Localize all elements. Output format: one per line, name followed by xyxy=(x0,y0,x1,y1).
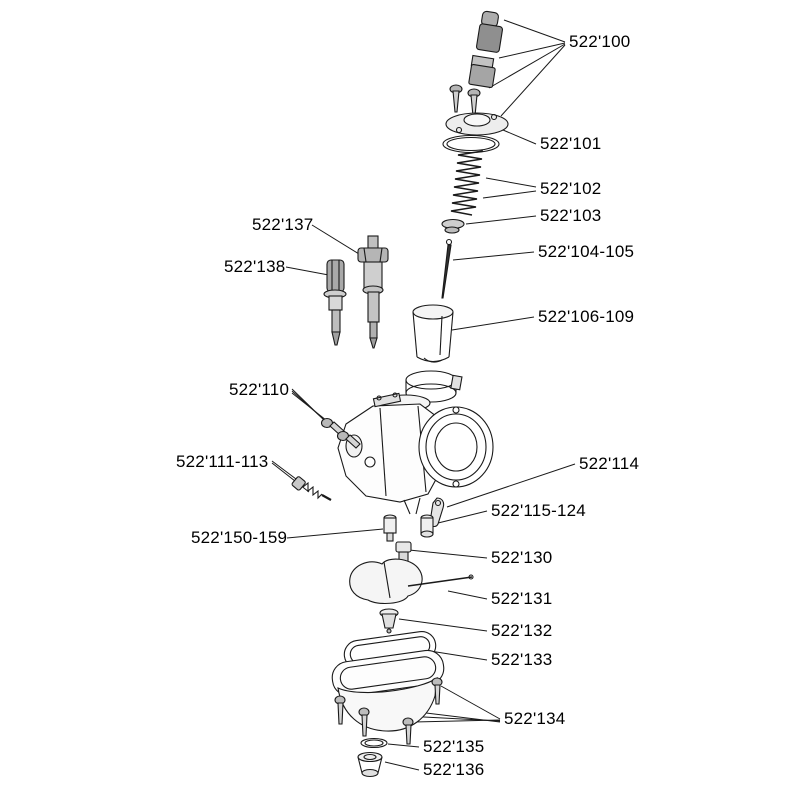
part-label-522130: 522'130 xyxy=(491,548,553,567)
part-label-522101: 522'101 xyxy=(540,134,602,153)
throttle-slide-part xyxy=(412,304,454,363)
part-label-522106-109: 522'106-109 xyxy=(538,307,635,326)
part-label-522110: 522'110 xyxy=(229,380,290,399)
top-cap-part xyxy=(442,112,509,154)
float-bowl-part xyxy=(331,649,445,745)
slide-spring-part xyxy=(450,150,484,216)
top-cover-screws-part xyxy=(320,417,361,449)
part-label-522114: 522'114 xyxy=(579,454,640,473)
drain-plug-part xyxy=(357,751,383,778)
part-label-522134: 522'134 xyxy=(504,709,566,728)
part-label-522102: 522'102 xyxy=(540,179,602,198)
jet-needle-part xyxy=(441,238,453,299)
part-label-522133: 522'133 xyxy=(491,650,553,669)
float-valve-part xyxy=(379,608,399,634)
part-label-522150-159: 522'150-159 xyxy=(191,528,288,547)
pilot-jet-part xyxy=(383,514,397,542)
part-label-522138: 522'138 xyxy=(224,257,286,276)
spring-seat-part xyxy=(441,218,465,234)
part-label-522100: 522'100 xyxy=(569,32,631,51)
part-label-522104-105: 522'104-105 xyxy=(538,242,635,261)
choke-plunger-a-part xyxy=(357,235,389,349)
part-label-522131: 522'131 xyxy=(491,589,553,608)
drain-washer-part xyxy=(360,737,388,749)
needle-jet-part xyxy=(420,514,434,538)
idle-screw-part xyxy=(291,476,332,501)
part-label-522137: 522'137 xyxy=(252,215,314,234)
choke-plunger-b-part xyxy=(323,259,347,346)
clamp-ring-part xyxy=(405,370,463,403)
part-label-522111-113: 522'111-113 xyxy=(176,452,269,471)
part-label-522136: 522'136 xyxy=(423,760,485,779)
carburetor-body-part xyxy=(337,392,494,515)
cable-adjusters-part xyxy=(449,10,504,117)
float-part xyxy=(349,558,474,605)
part-label-522115-124: 522'115-124 xyxy=(491,501,586,520)
part-label-522103: 522'103 xyxy=(540,206,602,225)
part-label-522135: 522'135 xyxy=(423,737,485,756)
part-label-522132: 522'132 xyxy=(491,621,553,640)
